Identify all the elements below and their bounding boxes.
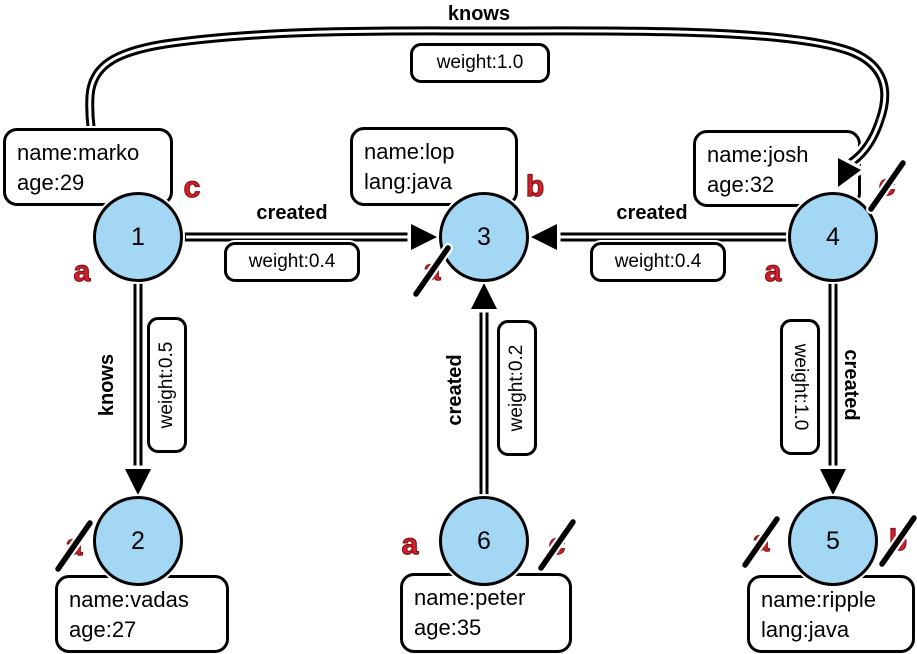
- marker-a-vertex-4: a: [764, 254, 782, 288]
- arrowhead-1-2: [125, 469, 151, 495]
- arrowhead-6-3: [471, 283, 497, 309]
- prop-line: age:35: [414, 615, 482, 640]
- weight-box-created-4-5: weight:1.0: [780, 319, 820, 455]
- vertex-6: 6: [439, 496, 529, 586]
- prop-line: age:27: [69, 617, 137, 642]
- weight-box-knows-1-2: weight:0.5: [147, 317, 187, 453]
- vertex-3: 3: [439, 192, 529, 282]
- prop-line: age:32: [707, 172, 775, 197]
- prop-line: lang:java: [761, 617, 850, 642]
- marker-b-vertex-5-struck: b: [888, 523, 908, 557]
- prop-line: name:ripple: [761, 587, 876, 612]
- weight-box-created-1-3: weight:0.4: [224, 242, 360, 282]
- prop-line: name:marko: [17, 140, 140, 165]
- marker-a-vertex-5-struck: a: [752, 524, 770, 558]
- prop-line: name:lop: [364, 139, 455, 164]
- marker-a-vertex-3-struck: a: [423, 253, 441, 287]
- arrowhead-4-3: [531, 224, 557, 250]
- marker-a-vertex-1: a: [73, 254, 91, 288]
- edge-label-created-6-3: created: [444, 354, 466, 426]
- edge-label-created-1-3: created: [256, 202, 328, 224]
- vertex-5: 5: [788, 496, 878, 586]
- marker-a-vertex-2-struck: a: [65, 528, 83, 562]
- edge-label-knows-top: knows: [447, 3, 511, 25]
- props-box-vadas: name:vadas age:27: [55, 575, 229, 653]
- marker-c-vertex-4-struck: c: [878, 168, 896, 202]
- prop-line: age:29: [17, 170, 85, 195]
- marker-c-vertex-6-struck: c: [548, 527, 566, 561]
- edge-label-created-4-3: created: [616, 202, 688, 224]
- marker-b-vertex-3: b: [525, 169, 545, 203]
- edge-label-knows-1-2: knows: [96, 353, 118, 417]
- props-box-marko: name:marko age:29: [3, 128, 173, 206]
- props-box-ripple: name:ripple lang:java: [747, 575, 915, 653]
- prop-line: name:josh: [707, 142, 809, 167]
- vertex-4: 4: [788, 192, 878, 282]
- edge-label-created-4-5: created: [840, 349, 862, 421]
- weight-box-knows-top: weight:1.0: [410, 43, 550, 83]
- vertex-1: 1: [93, 192, 183, 282]
- prop-line: name:peter: [414, 585, 526, 610]
- weight-box-created-4-3: weight:0.4: [590, 242, 726, 282]
- prop-line: lang:java: [364, 169, 453, 194]
- marker-c-vertex-1: c: [183, 170, 201, 204]
- vertex-2: 2: [93, 496, 183, 586]
- marker-a-vertex-6: a: [401, 527, 419, 561]
- arrowhead-4-5: [820, 469, 846, 495]
- weight-box-created-6-3: weight:0.2: [497, 320, 537, 456]
- prop-line: name:vadas: [69, 587, 189, 612]
